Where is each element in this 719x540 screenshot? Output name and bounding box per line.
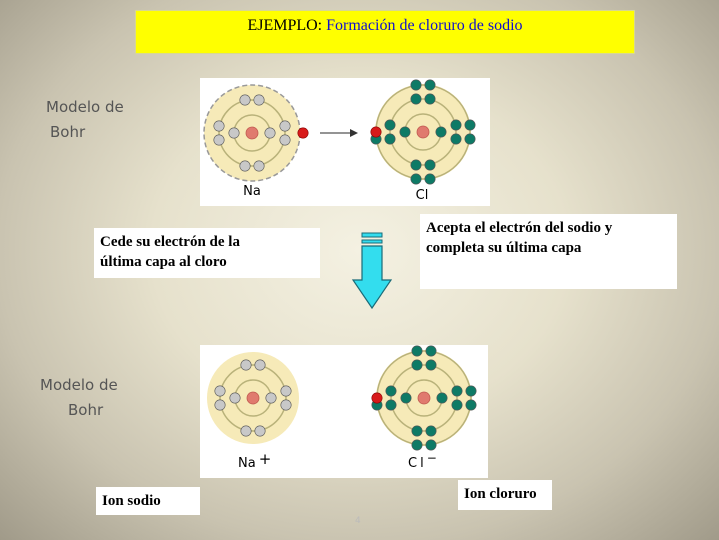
electron: [229, 392, 241, 404]
label-line: Bohr: [50, 123, 86, 141]
electron: [424, 93, 436, 105]
electron: [450, 133, 462, 145]
caption-chloride-ion: Ion cloruro: [458, 480, 552, 510]
electron: [411, 359, 423, 371]
electron: [240, 425, 252, 437]
chloride-ion: [371, 345, 477, 451]
electron: [450, 119, 462, 131]
caption-sodium-ion: Ion sodio: [96, 487, 200, 515]
note-line: Cede su electrón de la: [100, 234, 240, 250]
electron: [436, 392, 448, 404]
electron: [451, 385, 463, 397]
electron: [411, 425, 423, 437]
electron: [254, 359, 266, 371]
electron: [239, 94, 251, 106]
electron: [435, 126, 447, 138]
electron: [410, 79, 422, 91]
cl-label: Cl: [416, 188, 429, 203]
electron: [279, 120, 291, 132]
label-line: Bohr: [68, 401, 104, 419]
electron: [400, 392, 412, 404]
transfer-arrow-icon: [320, 129, 358, 137]
label-line: Modelo de: [46, 98, 124, 116]
electron: [385, 399, 397, 411]
electron: [465, 399, 477, 411]
nucleus: [416, 125, 430, 139]
electron: [424, 79, 436, 91]
note-line: completa su última capa: [426, 240, 582, 256]
title-prefix: EJEMPLO:: [247, 17, 323, 34]
electron: [464, 133, 476, 145]
electron: [254, 425, 266, 437]
electron: [280, 399, 292, 411]
electron: [240, 359, 252, 371]
note-sodium-gives: Cede su electrón de la última capa al cl…: [94, 228, 320, 278]
electron: [214, 385, 226, 397]
na-ion-label: Na+: [238, 450, 271, 471]
title-text: Formación de cloruro de sodio: [326, 17, 523, 34]
electron: [384, 133, 396, 145]
nucleus: [246, 391, 260, 405]
electron: [213, 134, 225, 146]
nucleus: [245, 126, 259, 140]
slide-title: EJEMPLO: Formación de cloruro de sodio: [135, 10, 635, 54]
electron: [464, 119, 476, 131]
electron: [451, 399, 463, 411]
electron: [424, 159, 436, 171]
electron: [424, 173, 436, 185]
electron: [264, 127, 276, 139]
down-arrow-icon: [351, 232, 393, 310]
sodium-ion: [207, 352, 299, 444]
electron: [399, 126, 411, 138]
bohr-diagram-bottom: Na+ Cl−: [200, 345, 488, 478]
electron: [280, 385, 292, 397]
electron: [410, 159, 422, 171]
note-chlorine-accepts: Acepta el electrón del sodio y completa …: [420, 214, 677, 289]
label-line: Modelo de: [40, 376, 118, 394]
electron: [253, 160, 265, 172]
note-line: última capa al cloro: [100, 254, 227, 270]
electron: [410, 93, 422, 105]
electron: [239, 160, 251, 172]
orbit: [389, 98, 457, 166]
bohr-diagram-top: Na Cl: [200, 78, 490, 206]
electron: [385, 385, 397, 397]
electron: [411, 439, 423, 451]
orbit: [390, 364, 458, 432]
electron: [213, 120, 225, 132]
page-number: 4: [355, 516, 361, 526]
transferred-electron: [297, 127, 309, 139]
cl-ion-label: Cl−: [408, 451, 440, 471]
nucleus: [417, 391, 431, 405]
na-label: Na: [243, 184, 261, 199]
orbit: [218, 99, 286, 167]
electron: [425, 345, 437, 357]
bohr-model-label-bottom: Modelo de Bohr: [40, 373, 118, 423]
electron: [228, 127, 240, 139]
orbit: [219, 364, 287, 432]
electron: [465, 385, 477, 397]
electron: [384, 119, 396, 131]
electron: [214, 399, 226, 411]
electron: [279, 134, 291, 146]
electron: [425, 425, 437, 437]
chlorine-atom: [370, 79, 476, 185]
sodium-atom: [203, 84, 309, 182]
transferred-electron: [371, 392, 383, 404]
electron: [410, 173, 422, 185]
note-line: Acepta el electrón del sodio y: [426, 220, 613, 236]
transferred-electron: [370, 126, 382, 138]
electron: [411, 345, 423, 357]
electron: [265, 392, 277, 404]
electron: [253, 94, 265, 106]
bohr-model-label-top: Modelo de Bohr: [46, 95, 124, 145]
electron: [425, 359, 437, 371]
electron: [425, 439, 437, 451]
